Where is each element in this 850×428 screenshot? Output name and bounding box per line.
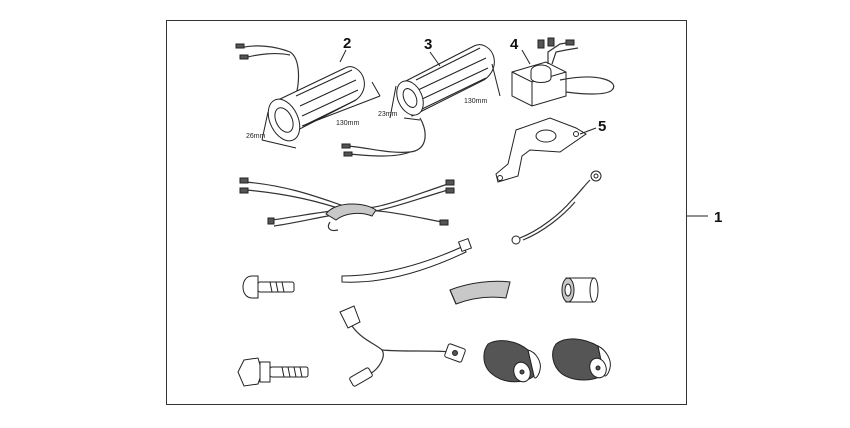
callout-3: 3 (424, 36, 432, 53)
curved-spacer (449, 280, 511, 305)
callout-5-leader (579, 127, 597, 135)
callout-3-leader (429, 51, 441, 67)
collar (561, 277, 599, 303)
callout-1: 1 (714, 209, 722, 226)
callout-2: 2 (343, 35, 351, 52)
mounting-bracket (495, 117, 587, 183)
bar-end-weight-right (552, 338, 611, 381)
bar-end-weight-left (483, 340, 541, 383)
round-head-bolt (242, 275, 295, 299)
heater-switch-unit (511, 37, 615, 107)
callout-5: 5 (598, 118, 606, 135)
switch-lead-wire (339, 305, 466, 387)
flange-bolt (237, 357, 309, 387)
callout-4: 4 (510, 36, 519, 53)
cable-tie (341, 237, 473, 283)
dim-grip-left-diameter: 26mm (246, 133, 266, 140)
dim-grip-right-diameter: 23mm (378, 111, 398, 118)
heated-grip-left: 26mm 130mm (235, 43, 381, 149)
callout-4-leader (521, 49, 531, 65)
ground-cable (511, 170, 602, 245)
callout-2-leader (339, 49, 347, 63)
dim-grip-left-length: 130mm (336, 120, 360, 127)
kit-frame (166, 20, 687, 405)
heated-grip-right: 23mm 130mm (341, 44, 501, 157)
dim-grip-right-length: 130mm (464, 98, 488, 105)
wire-harness (239, 177, 455, 232)
